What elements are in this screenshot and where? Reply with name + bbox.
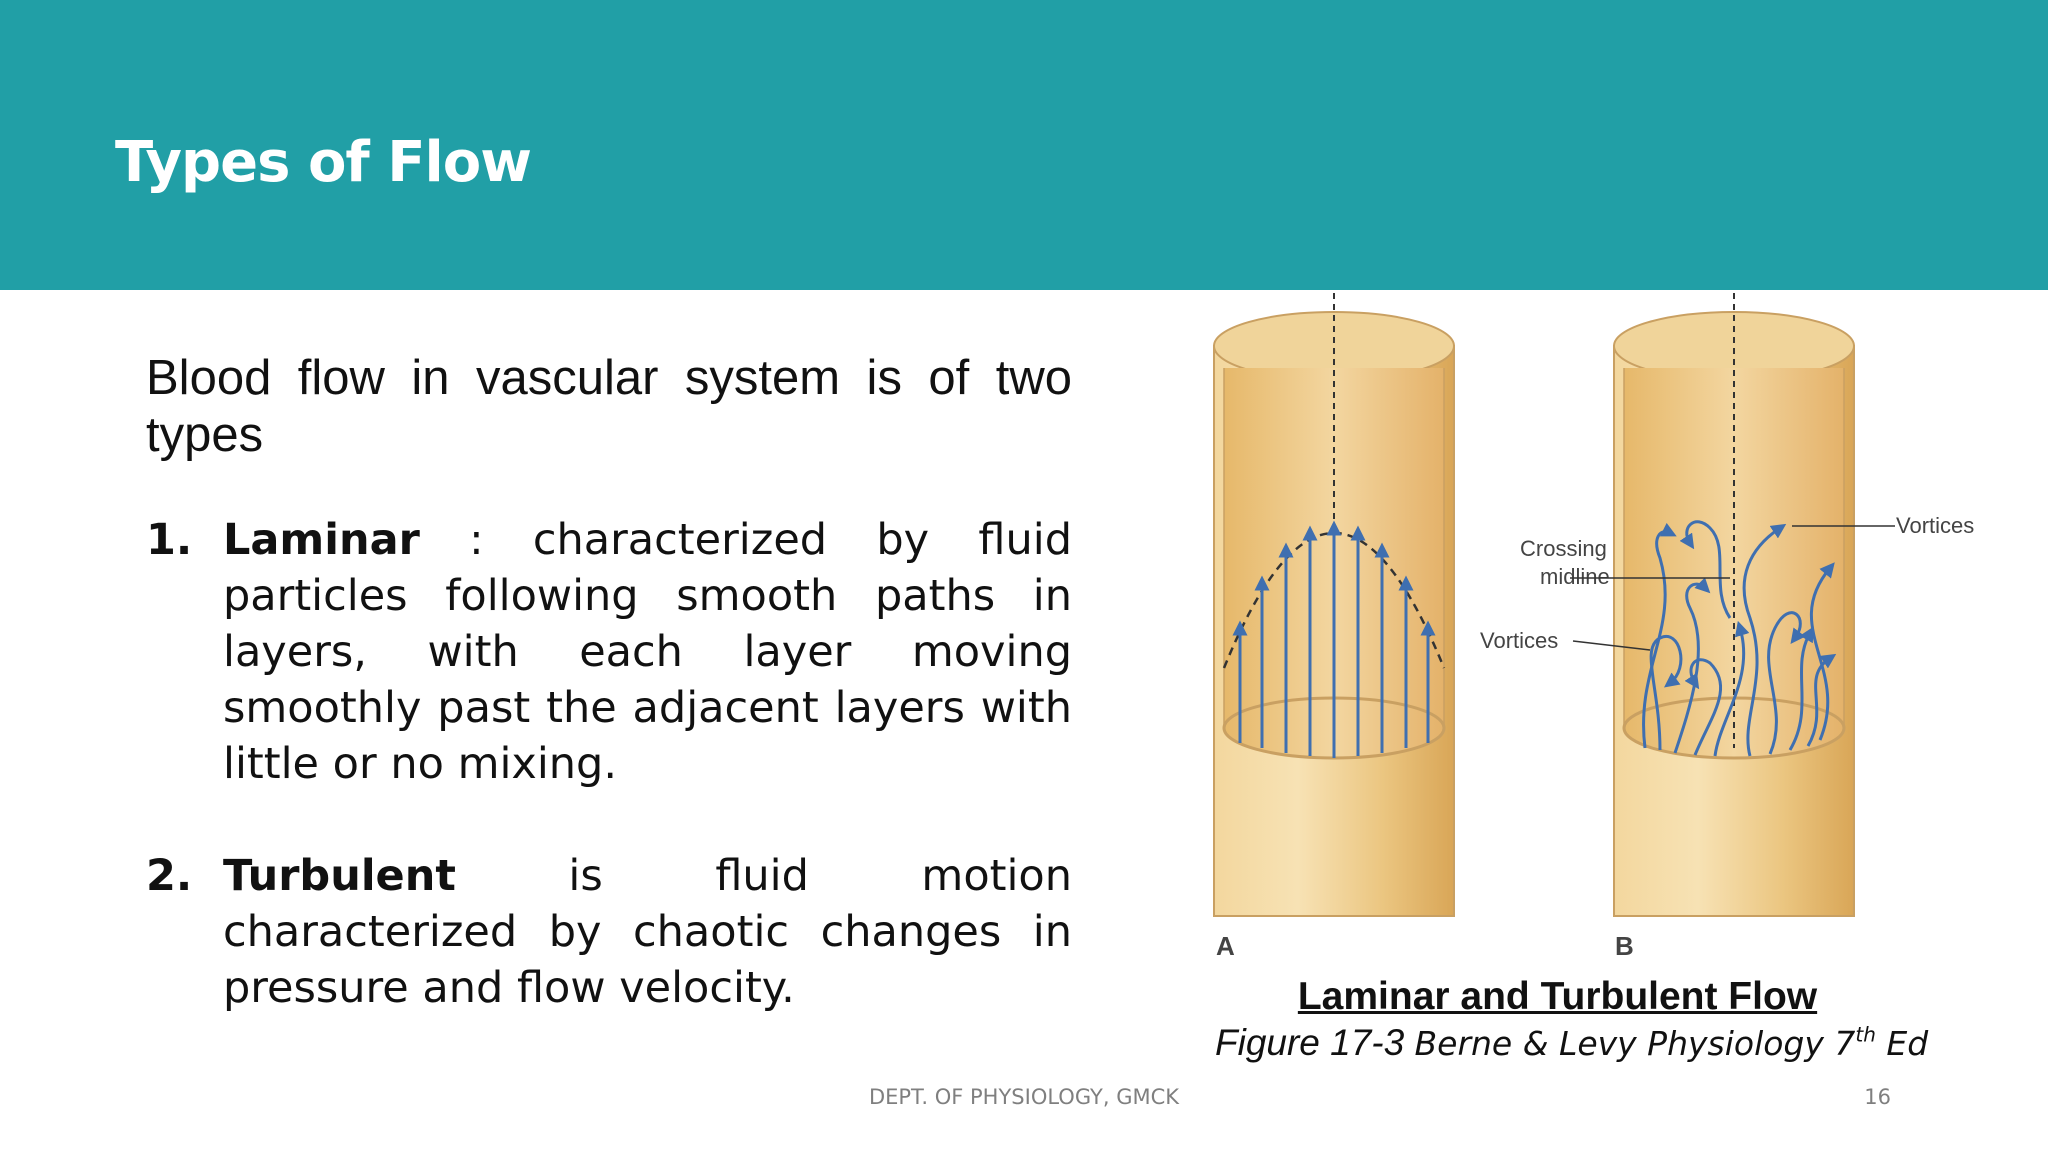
source-sup: th bbox=[1855, 1022, 1876, 1047]
figure-source: Figure 17-3 Berne & Levy Physiology 7th … bbox=[1215, 1022, 1928, 1064]
intro-text: Blood flow in vascular system is of two … bbox=[146, 351, 1072, 462]
term-turbulent: Turbulent bbox=[223, 851, 456, 901]
figure-caption: Laminar and Turbulent Flow bbox=[1297, 975, 1818, 1018]
label-vortices-left: Vortices bbox=[1480, 628, 1558, 653]
flow-diagram: Crossing midline Vortices Vortices A B bbox=[1213, 293, 1974, 961]
vortices-right-annotation: Vortices bbox=[1792, 513, 1974, 538]
footer-department: DEPT. OF PHYSIOLOGY, GMCK bbox=[868, 1085, 1180, 1109]
source-suffix: Ed bbox=[1875, 1024, 1929, 1063]
turbulent-vessel bbox=[1613, 293, 1855, 917]
label-vortices-right: Vortices bbox=[1896, 513, 1974, 538]
list-number: 1. bbox=[146, 515, 193, 565]
label-crossing: Crossing bbox=[1520, 536, 1607, 561]
list-item-turbulent: 2. Turbulent is fluid motion characterize… bbox=[146, 848, 1072, 1016]
turbulent-flow-arrows bbox=[1642, 520, 1837, 757]
flow-types-list: 1. Laminar : characterized by fluid parti… bbox=[146, 512, 1072, 1016]
list-number: 2. bbox=[146, 851, 193, 901]
panel-label-b: B bbox=[1615, 931, 1634, 961]
laminar-vessel bbox=[1213, 293, 1455, 917]
term-laminar: Laminar bbox=[223, 515, 420, 565]
turbulent-description: is fluid motion characterized by chaotic… bbox=[223, 851, 1072, 1013]
panel-label-a: A bbox=[1216, 931, 1235, 961]
title-banner: Types of Flow bbox=[0, 0, 2048, 290]
laminar-flow-arrows bbox=[1232, 520, 1436, 758]
vortices-left-annotation: Vortices bbox=[1480, 628, 1651, 653]
label-midline: midline bbox=[1540, 564, 1610, 589]
source-prefix: Figure 17-3 bbox=[1215, 1022, 1415, 1063]
page-number: 16 bbox=[1864, 1085, 1891, 1109]
list-item-laminar: 1. Laminar : characterized by fluid parti… bbox=[146, 512, 1072, 792]
crossing-midline-annotation: Crossing midline bbox=[1520, 536, 1730, 589]
source-book: Berne & Levy Physiology 7 bbox=[1414, 1024, 1856, 1063]
slide-title: Types of Flow bbox=[115, 130, 532, 195]
laminar-description: : characterized by fluid particles follo… bbox=[223, 515, 1072, 789]
